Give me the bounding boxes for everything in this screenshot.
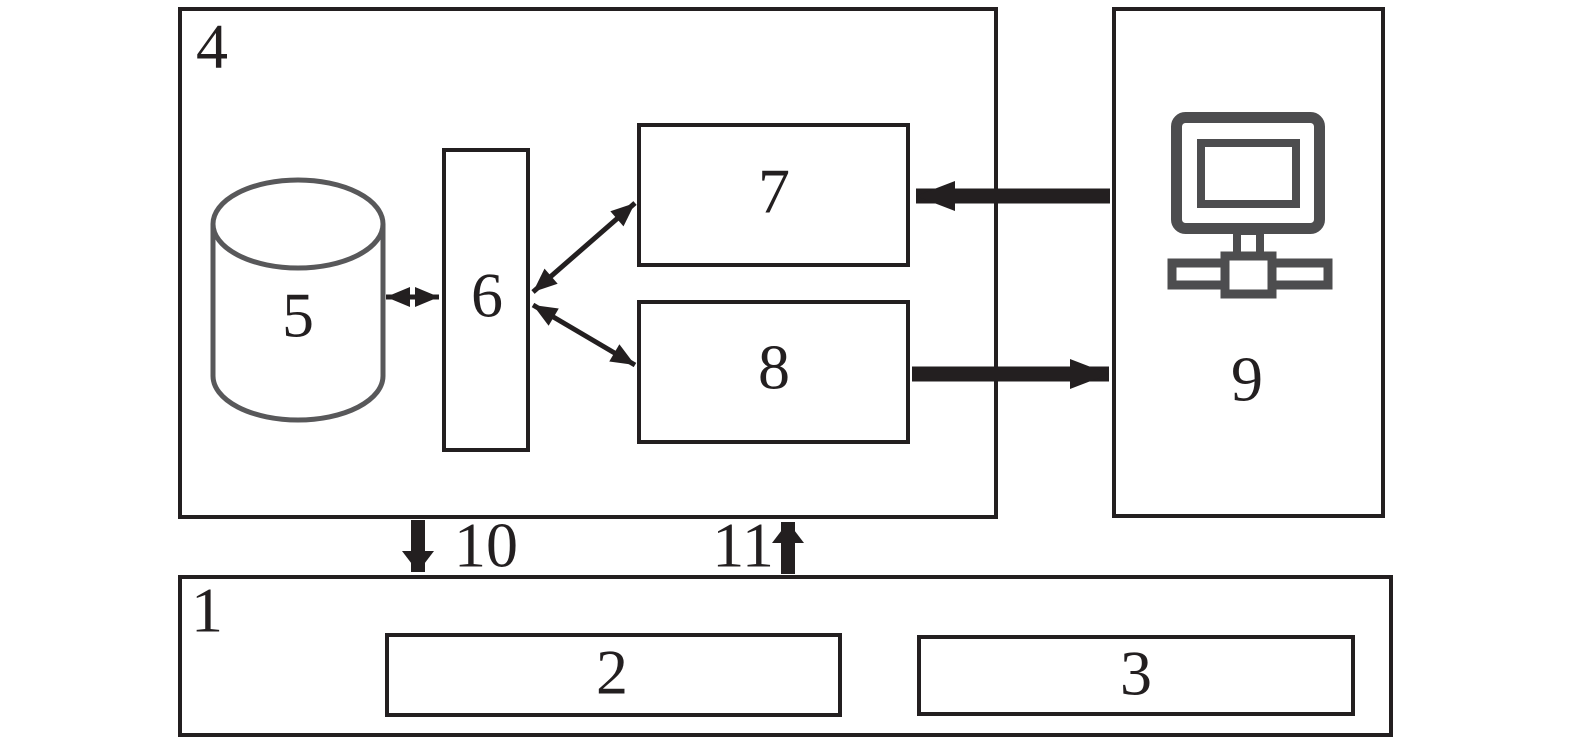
label-5: 5 [282,279,314,351]
label-11: 11 [712,509,774,581]
host-box-1 [178,575,1393,737]
label-3: 3 [1120,637,1152,709]
label-4: 4 [196,10,228,82]
module-box-8 [637,300,910,444]
label-2: 2 [596,636,628,708]
interface-box-6 [442,148,530,452]
terminal-box-9 [1112,7,1385,518]
label-8: 8 [758,331,790,403]
label-6: 6 [471,259,503,331]
system-box-4 [178,7,998,519]
label-9: 9 [1231,343,1263,415]
component-box-3 [917,635,1355,716]
component-box-2 [385,633,842,717]
label-1: 1 [191,574,223,646]
module-box-7 [637,123,910,267]
label-7: 7 [758,155,790,227]
label-10: 10 [454,509,518,581]
